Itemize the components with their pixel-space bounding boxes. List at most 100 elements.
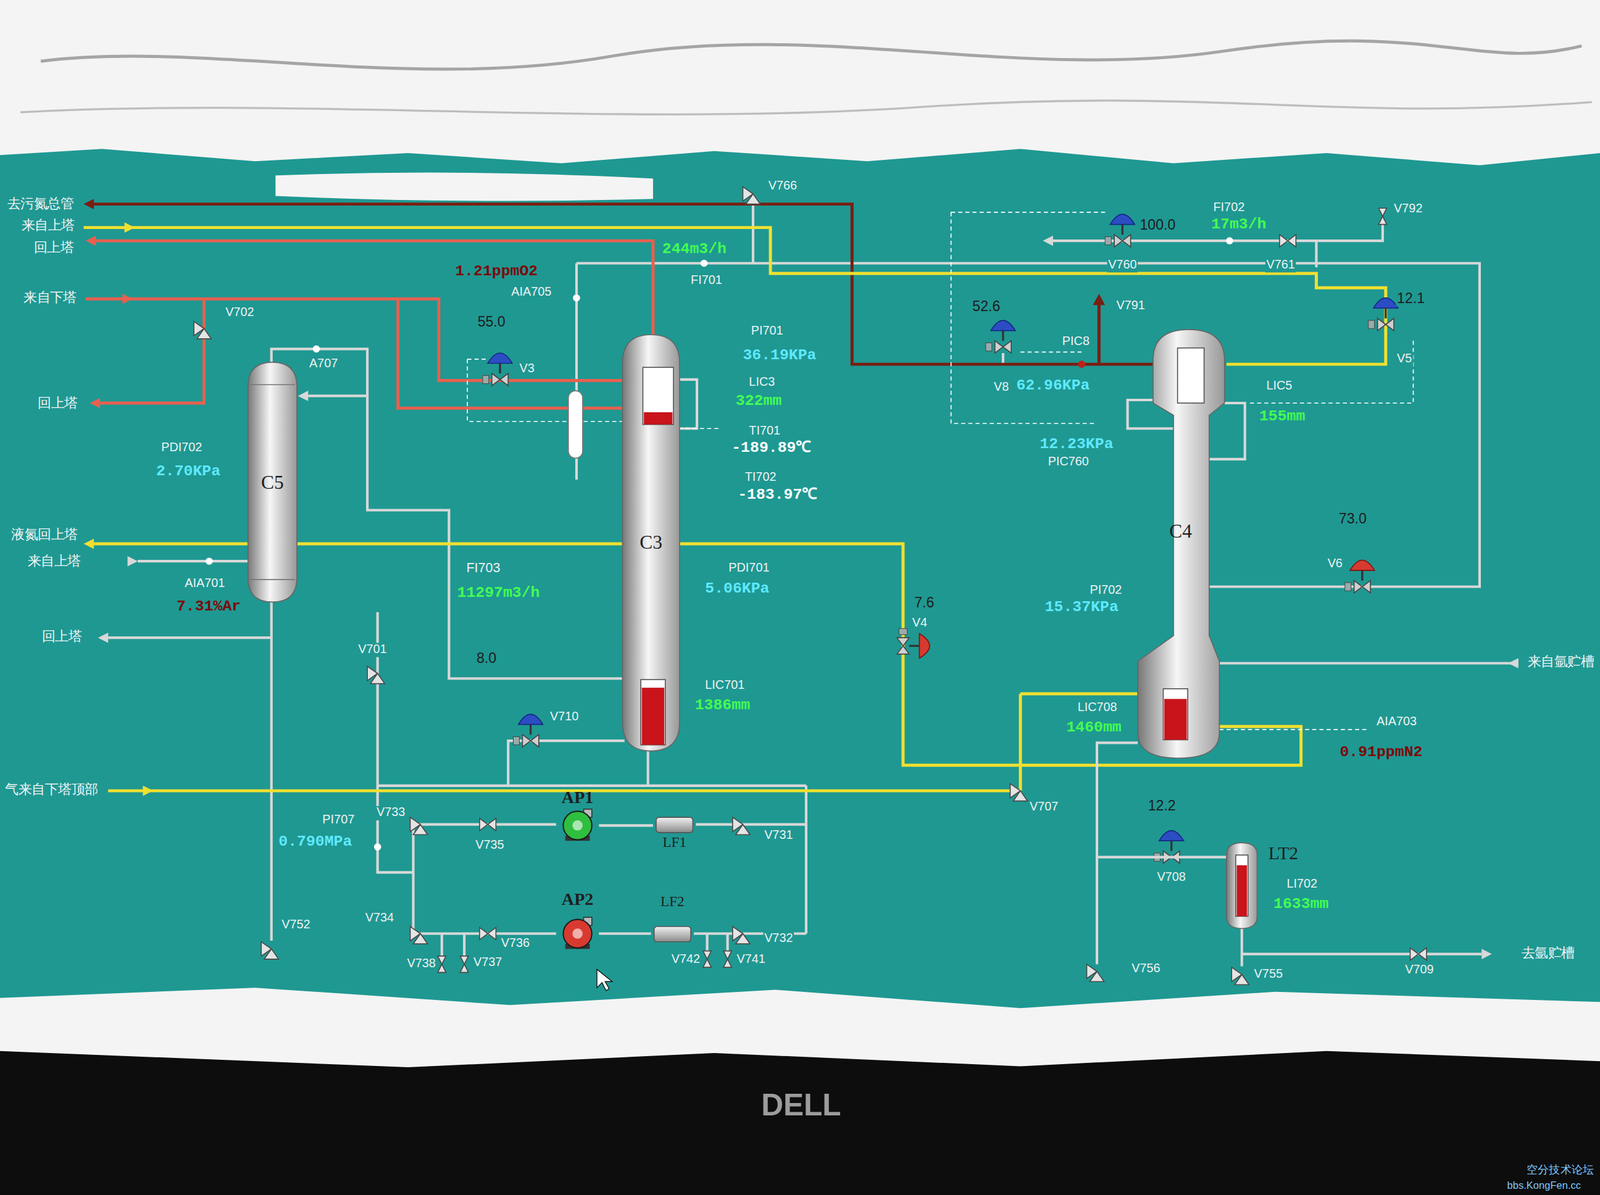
pressure-value: 0.790MPa xyxy=(277,833,354,852)
valve-tag: V737 xyxy=(472,956,504,971)
instrument-tag: FI701 xyxy=(689,273,723,288)
instrument-tag: LIC708 xyxy=(1076,701,1118,716)
level-window xyxy=(640,679,666,746)
sight-glass xyxy=(568,390,583,459)
control-valve xyxy=(896,628,930,659)
flow-arrow xyxy=(1042,235,1054,247)
red-process-pipe xyxy=(85,240,654,409)
valve-tag: V736 xyxy=(500,937,531,952)
control-valve xyxy=(985,320,1016,354)
instrument-tag: PIC760 xyxy=(1046,454,1090,470)
column-vessel: C5 xyxy=(248,362,297,602)
angle-valve xyxy=(193,321,212,339)
pressure-value: 12.23KPa xyxy=(1038,435,1115,454)
vessel-label: C3 xyxy=(622,531,680,554)
level-vessel: LT2 xyxy=(1226,842,1258,929)
instrument-tag: TI702 xyxy=(743,470,778,485)
stream-label: 来自上塔 xyxy=(26,554,82,570)
level-value: 1460mm xyxy=(1065,719,1123,738)
process-pipe xyxy=(108,200,1519,967)
instrument-tag: LI702 xyxy=(1285,877,1319,892)
instrument-tag: LIC3 xyxy=(748,375,776,390)
valve-tag: V752 xyxy=(280,918,312,933)
valve-tag: V707 xyxy=(1028,800,1060,815)
valve-tag: V760 xyxy=(1107,258,1139,273)
filter-body xyxy=(654,926,692,942)
column-vessel: C4 xyxy=(1134,329,1227,759)
pump-label: AP1 xyxy=(556,787,599,808)
temperature-value: -183.97℃ xyxy=(737,487,819,505)
control-valve xyxy=(1345,560,1375,594)
hand-valve xyxy=(1410,948,1427,961)
flow-arrow xyxy=(142,785,154,797)
level-bar xyxy=(1237,865,1248,917)
angle-valve xyxy=(732,817,750,835)
filter-label: LF1 xyxy=(653,834,696,852)
valve-tag: V6 xyxy=(1326,557,1344,572)
control-valve xyxy=(1104,214,1135,247)
valve-tag: V755 xyxy=(1253,967,1284,982)
valve-tag: V735 xyxy=(474,838,506,854)
pump-label: AP2 xyxy=(556,889,599,910)
analyzer-value: 0.91ppmN2 xyxy=(1338,743,1424,762)
valve-opening: 12.2 xyxy=(1146,796,1177,814)
instrument-tag: PDI701 xyxy=(727,561,771,576)
pressure-value: 36.19KPa xyxy=(741,346,818,365)
drain-valve xyxy=(437,956,446,973)
valve-tag: V731 xyxy=(762,828,794,843)
flow-arrow xyxy=(1508,658,1519,669)
instrument-tag: PI701 xyxy=(750,324,784,339)
level-bar xyxy=(641,687,665,746)
instrument-tag: LIC5 xyxy=(1265,379,1294,394)
valve-tag: V733 xyxy=(375,806,407,821)
drain-valve xyxy=(1378,208,1387,225)
pipe-connector xyxy=(1096,742,1227,857)
valve-tag: V3 xyxy=(518,362,536,377)
flow-value: 11297m3/h xyxy=(456,584,541,603)
instrument-point xyxy=(374,843,382,851)
stream-label: 气来自下塔顶部 xyxy=(4,782,100,799)
stream-label: 来自上塔 xyxy=(20,218,76,234)
pump: AP1 xyxy=(556,787,599,843)
pump-casing xyxy=(562,919,592,948)
valve-tag: V701 xyxy=(357,642,389,657)
stream-label: 液氮回上塔 xyxy=(10,527,80,544)
vessel-outline xyxy=(622,334,680,751)
filter-body xyxy=(656,817,694,833)
instrument-point xyxy=(700,259,709,268)
stream-label: 回上塔 xyxy=(32,240,75,257)
instrument-tag: FI703 xyxy=(465,561,502,577)
control-valve xyxy=(1368,298,1399,331)
instrument-tag: AIA703 xyxy=(1375,715,1418,730)
level-bar xyxy=(643,412,673,425)
angle-valve xyxy=(410,926,428,944)
stream-label: 回上塔 xyxy=(37,395,80,412)
valve-tag: V741 xyxy=(735,953,767,968)
level-bar xyxy=(1164,698,1187,740)
screen-background xyxy=(0,137,1600,1026)
level-value: 1386mm xyxy=(693,696,752,715)
flow-arrow xyxy=(298,390,309,402)
instrument-tag: AIA701 xyxy=(183,576,226,591)
valve-tag: V710 xyxy=(548,710,580,725)
control-valve xyxy=(512,714,543,747)
flow-arrow xyxy=(1481,948,1492,960)
instrument-tag: A707 xyxy=(308,357,339,372)
valve-tag: V766 xyxy=(767,179,799,194)
instrument-tag: PI702 xyxy=(1088,583,1123,599)
flow-arrow xyxy=(127,556,139,567)
control-valve xyxy=(896,628,930,659)
instrument-point xyxy=(1225,237,1234,245)
level-window xyxy=(1162,688,1188,741)
liquid-pipe xyxy=(83,227,1386,791)
valve-opening: 12.1 xyxy=(1395,289,1426,307)
stream-label: 去氩贮槽 xyxy=(1520,945,1576,962)
mouse-cursor xyxy=(596,969,613,991)
flow-value: 244m3/h xyxy=(661,240,728,259)
flow-arrow xyxy=(83,198,95,210)
instrument-tag: LIC701 xyxy=(704,678,746,693)
valve-tag: V8 xyxy=(992,380,1010,396)
angle-valve xyxy=(1010,783,1028,802)
pressure-value: 15.37KPa xyxy=(1043,598,1120,617)
